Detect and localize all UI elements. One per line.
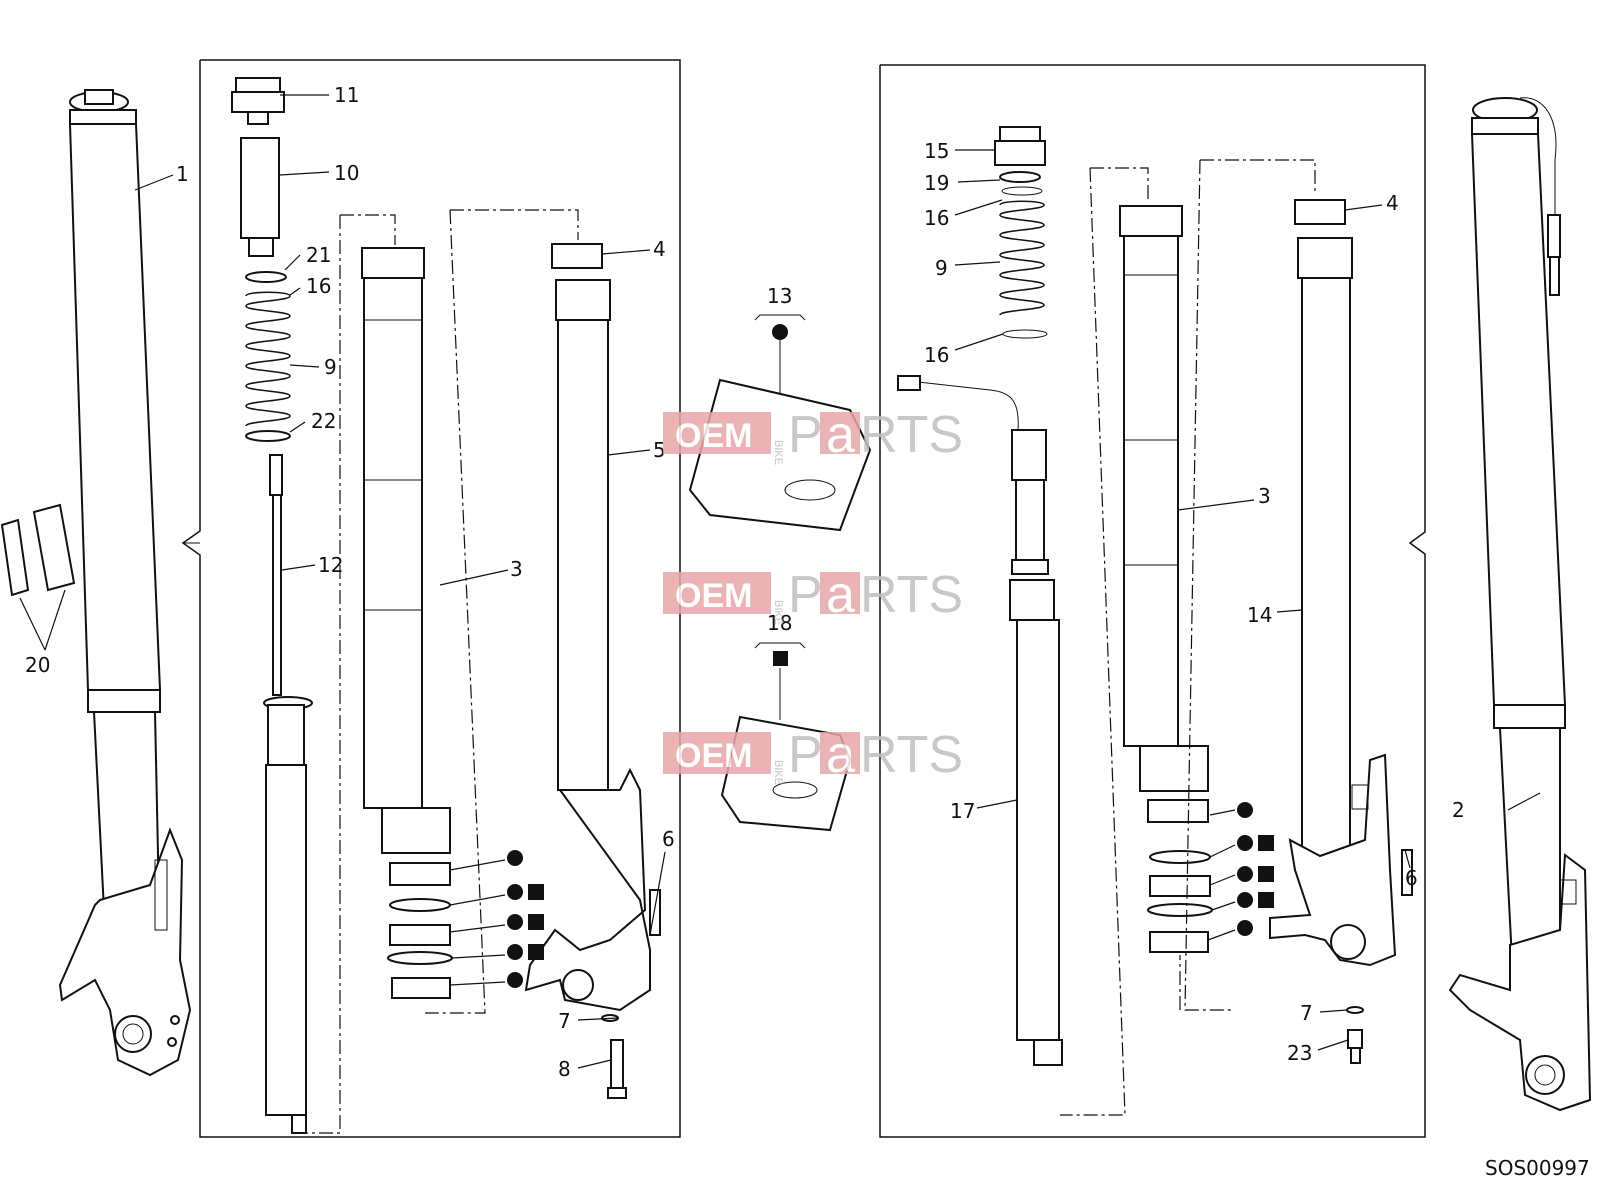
- callout-washer-19: 19: [924, 171, 949, 195]
- svg-text:a: a: [826, 406, 855, 464]
- washer-7-right: [1346, 1006, 1364, 1014]
- svg-text:BIKE: BIKE: [772, 760, 784, 785]
- cartridge-cap: [240, 137, 280, 257]
- callout-bolt-8: 8: [558, 1057, 571, 1081]
- tube-right: [1119, 205, 1209, 792]
- svg-text:a: a: [826, 566, 855, 624]
- damper-rod: [263, 454, 313, 1134]
- left-kit-rings: [387, 862, 453, 999]
- left-kit-markers: [507, 850, 544, 988]
- tube-left: [361, 247, 451, 854]
- callout-cartridge-cap: 10: [334, 161, 359, 185]
- callout-screw-plug-right: 15: [924, 139, 949, 163]
- svg-text:BIKE: BIKE: [772, 600, 784, 625]
- right-fork-assembly: [1448, 97, 1592, 1112]
- screw-plug-right: [994, 126, 1046, 166]
- washer-22: [245, 430, 291, 442]
- svg-text:RTS: RTS: [860, 726, 963, 784]
- left-fork-assembly: [58, 89, 192, 1077]
- callout-washer-21: 21: [306, 243, 331, 267]
- bolt-8: [607, 1039, 627, 1099]
- bolt-6-right: [1401, 849, 1413, 896]
- svg-text:P: P: [788, 406, 823, 464]
- callout-right-fork: 2: [1452, 798, 1465, 822]
- drawing-code: SOS00997: [1485, 1156, 1590, 1180]
- reflector-pair: [0, 503, 76, 597]
- bolt-6-left: [649, 889, 661, 936]
- bushing-left: [551, 243, 603, 269]
- callout-tube-right: 3: [1258, 484, 1271, 508]
- left-detail-frame: [181, 59, 681, 1138]
- svg-text:OEM: OEM: [675, 577, 752, 615]
- callout-bolt-6-right: 6: [1405, 866, 1418, 890]
- cartridge-17: [897, 375, 1063, 1066]
- svg-text:P: P: [788, 726, 823, 784]
- callout-left-fork: 1: [176, 162, 189, 186]
- svg-text:P: P: [788, 566, 823, 624]
- callout-bushing-right: 4: [1386, 191, 1399, 215]
- svg-text:BIKE: BIKE: [772, 440, 784, 465]
- callout-kit-13: 13: [767, 284, 792, 308]
- callout-preload-ring-left: 16: [306, 274, 331, 298]
- callout-bushing-left: 4: [653, 237, 666, 261]
- right-kit-markers: [1237, 802, 1274, 936]
- callout-preload-ring-right-lower: 16: [924, 343, 949, 367]
- leader-lines: [19, 94, 1541, 1069]
- watermark-bottom: OEM BIKE P a RTS: [663, 726, 963, 785]
- callout-washer-7-right: 7: [1300, 1001, 1313, 1025]
- spring-right: [999, 186, 1048, 339]
- slider-left: [524, 279, 651, 1012]
- callout-preload-ring-right-upper: 16: [924, 206, 949, 230]
- watermark-middle: OEM BIKE P a RTS: [663, 566, 963, 625]
- callout-bolt-6-left: 6: [662, 827, 675, 851]
- washer-21: [245, 271, 287, 283]
- svg-text:RTS: RTS: [860, 566, 963, 624]
- callout-bolt-23: 23: [1287, 1041, 1312, 1065]
- callout-washer-22: 22: [311, 409, 336, 433]
- callout-spring-left: 9: [324, 355, 337, 379]
- svg-text:OEM: OEM: [675, 417, 752, 455]
- svg-text:a: a: [826, 726, 855, 784]
- washer-19: [999, 171, 1041, 183]
- bolt-23: [1347, 1029, 1363, 1064]
- callout-reflectors: 20: [25, 653, 50, 677]
- callout-washer-7-left: 7: [558, 1009, 571, 1033]
- callout-labels: 1 2 11 10 21 16 9 22 12 3 4 5 6 7 8 20 1…: [25, 83, 1465, 1081]
- callout-slider-right: 14: [1247, 603, 1272, 627]
- screw-plug-left: [231, 77, 285, 125]
- bushing-right: [1294, 199, 1346, 225]
- svg-text:OEM: OEM: [675, 737, 752, 775]
- callout-cartridge-17: 17: [950, 799, 975, 823]
- right-detail-frame: [879, 64, 1426, 1138]
- callout-screw-plug-left: 11: [334, 83, 359, 107]
- callout-tube-left: 3: [510, 557, 523, 581]
- svg-text:RTS: RTS: [860, 406, 963, 464]
- callout-slider-left: 5: [653, 438, 666, 462]
- callout-kit-18: 18: [767, 611, 792, 635]
- callout-spring-right: 9: [935, 256, 948, 280]
- watermark-top: OEM BIKE P a RTS: [663, 406, 963, 465]
- right-kit-rings: [1147, 799, 1213, 953]
- spring-left: [245, 291, 291, 427]
- callout-damper-rod: 12: [318, 553, 343, 577]
- slider-right: [1269, 237, 1397, 967]
